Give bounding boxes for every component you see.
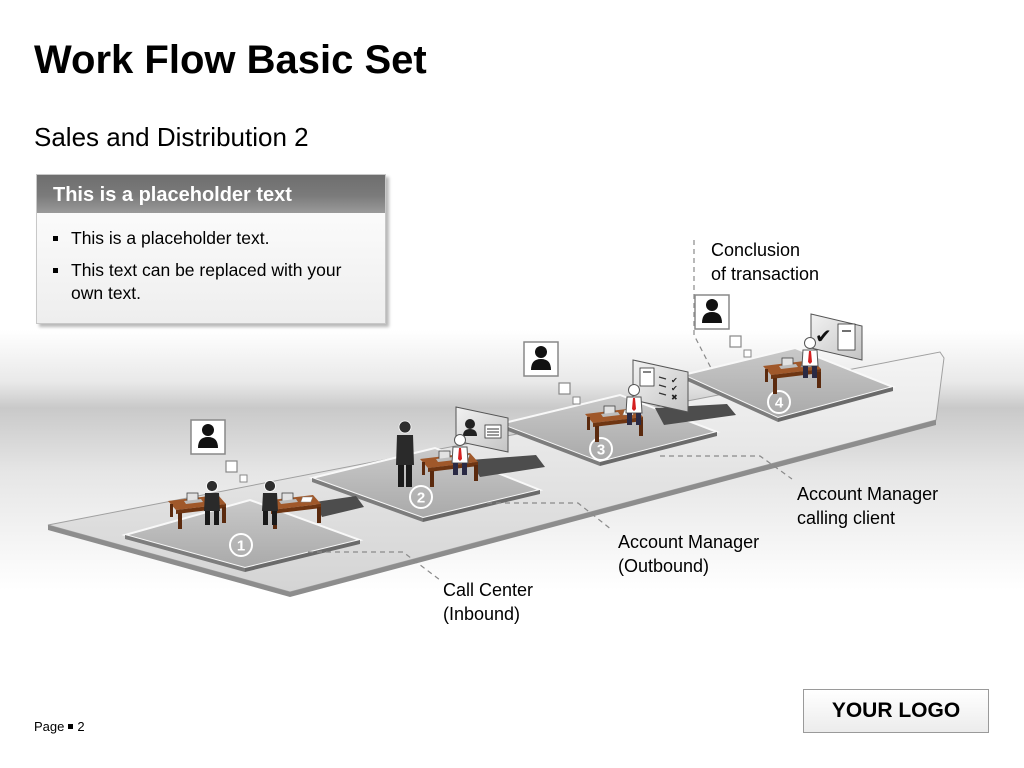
leader-line-step-3 (660, 455, 793, 480)
textbox-header: This is a placeholder text (37, 175, 385, 213)
person-thought-icon (523, 341, 581, 405)
document-board-icon (455, 406, 509, 453)
bullet-square-icon (53, 268, 58, 273)
bullet-square-icon (53, 236, 58, 241)
person-thought-icon (190, 419, 248, 483)
bullet-text: This is a placeholder text. (71, 228, 270, 248)
logo-placeholder: YOUR LOGO (803, 689, 989, 733)
leader-line-step-1 (308, 551, 441, 581)
step-3-label: Account Manager calling client (797, 484, 939, 528)
step-number: 2 (417, 490, 425, 507)
bullet-item: This is a placeholder text. (51, 227, 373, 250)
step-number-badge: 3 (589, 437, 613, 461)
person-thought-icon (694, 294, 752, 358)
checkmark-icon: ✔ (815, 324, 832, 348)
leader-line-step-2 (487, 502, 613, 531)
placeholder-textbox: This is a placeholder text This is a pla… (36, 174, 386, 324)
step-4-label: Conclusion of transaction (711, 240, 820, 284)
page-title: Work Flow Basic Set (34, 38, 427, 82)
separator-square-icon (68, 724, 74, 729)
arrow-step-2-3 (470, 455, 545, 477)
checkmark-board-icon: ✔ (810, 313, 863, 361)
page-label: Page (34, 719, 65, 734)
checklist-board-icon: ✔ ✔ ✖ (632, 359, 689, 413)
step-number: 3 (597, 442, 605, 459)
bullet-text: This text can be replaced with your own … (71, 260, 342, 303)
step-4-platform (679, 346, 897, 422)
step-number-badge: 4 (767, 390, 791, 414)
bullet-list: This is a placeholder text. This text ca… (37, 227, 385, 305)
svg-text:✔: ✔ (671, 376, 678, 385)
page-number: 2 (77, 719, 85, 734)
step-1-label: Call Center (Inbound) (443, 580, 534, 624)
arrow-step-1-2 (315, 496, 364, 517)
step-2-platform (308, 446, 544, 522)
step-number-badge: 1 (229, 533, 253, 557)
svg-text:✖: ✖ (671, 393, 678, 402)
bullet-item: This text can be replaced with your own … (51, 259, 373, 305)
page-subtitle: Sales and Distribution 2 (34, 122, 309, 152)
page-footer: Page 2 (34, 719, 85, 734)
step-2-label: Account Manager (Outbound) (618, 532, 760, 576)
step-number: 1 (237, 538, 245, 555)
step-number: 4 (775, 395, 784, 412)
svg-text:✔: ✔ (671, 384, 678, 393)
leader-line-step-4 (693, 240, 713, 371)
step-number-badge: 2 (409, 485, 433, 509)
